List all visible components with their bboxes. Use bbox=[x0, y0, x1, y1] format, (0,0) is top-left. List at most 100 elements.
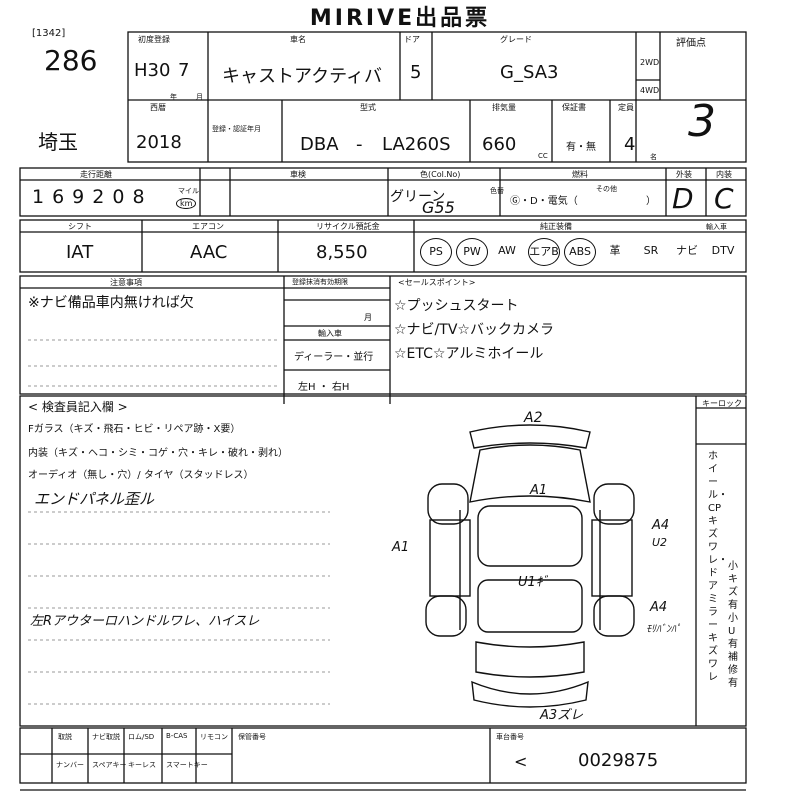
option-7: ナビ bbox=[676, 244, 698, 257]
wheel-note-label: ホイール・CPキズ ワレ・ドアミラーキズ ワレ bbox=[708, 451, 728, 683]
warranty-value: 有・無 bbox=[566, 142, 596, 153]
mark-a1-left: A1 bbox=[392, 540, 410, 555]
label-capacity: 定員 bbox=[618, 103, 634, 112]
sales-point-item: ☆プッシュスタート bbox=[394, 298, 519, 314]
label-import: 輸入車 bbox=[706, 223, 727, 231]
label-exterior: 外装 bbox=[676, 170, 692, 179]
label-4wd: 4WD bbox=[640, 86, 660, 95]
label-shift: シフト bbox=[68, 222, 92, 231]
mark-a3: A3ズレ bbox=[540, 708, 584, 723]
label-other: その他 bbox=[596, 185, 617, 193]
label-person: 名 bbox=[650, 153, 657, 161]
fuel-close: ） bbox=[646, 196, 656, 207]
label-sales-point: <セールスポイント> bbox=[398, 278, 476, 287]
label-options: 純正装備 bbox=[540, 222, 572, 231]
mark-u1: U1ｷﾞ bbox=[518, 574, 549, 590]
label-notes: 注意事項 bbox=[110, 278, 142, 287]
label-vehicle-no: 車台番号 bbox=[496, 733, 524, 741]
color-code: G55 bbox=[422, 198, 455, 217]
option-8: DTV bbox=[711, 244, 735, 257]
label-stock: 保管番号 bbox=[238, 733, 266, 741]
option-0: PS bbox=[420, 238, 452, 266]
label-b9: スマートキー bbox=[166, 761, 208, 769]
label-grade: グレード bbox=[500, 35, 532, 44]
lot-box: [1342] 286 埼玉 bbox=[14, 26, 122, 156]
mileage-value: 169208 bbox=[32, 186, 153, 208]
recycle-value: 8,550 bbox=[316, 242, 368, 263]
mark-a1-top: A1 bbox=[529, 483, 547, 498]
label-fuel: 燃料 bbox=[572, 170, 588, 179]
label-recycle: リサイクル預託金 bbox=[316, 222, 380, 231]
seireki-value: 2018 bbox=[136, 132, 182, 153]
handle-value: 左H ・ 右H bbox=[298, 382, 350, 393]
vehicle-number: 0029875 bbox=[578, 750, 659, 771]
label-month: 月 bbox=[196, 93, 203, 101]
interior-row: 内装（キズ・ヘコ・シミ・コゲ・穴・キレ・破れ・剥れ） bbox=[28, 448, 288, 459]
sales-point-item: ☆ナビ/TV☆バックカメラ bbox=[394, 322, 554, 338]
exterior-value: D bbox=[672, 182, 694, 215]
month-value: 7 bbox=[178, 60, 190, 81]
doors-value: 5 bbox=[410, 62, 422, 83]
fuel-options: Ⓖ・D・電気（ bbox=[510, 196, 578, 207]
mark-wheel-note: ﾓﾘﾊﾞﾝﾊﾟ bbox=[646, 624, 681, 635]
label-b2: ナビ取説 bbox=[92, 733, 120, 741]
handwritten-outer: 左Rアウターロハンドルワレ、ハイスレ bbox=[30, 614, 260, 629]
color-value: グリーン bbox=[390, 189, 446, 205]
label-cc: CC bbox=[538, 152, 548, 160]
label-warranty: 保証書 bbox=[562, 103, 586, 112]
label-b3: ロム/SD bbox=[128, 733, 155, 741]
label-b1: 取説 bbox=[58, 733, 72, 741]
label-keylock: キーロック bbox=[702, 399, 742, 408]
label-2wd: 2WD bbox=[640, 58, 660, 67]
label-reg-date: 登録抹消有効期限 bbox=[292, 278, 348, 286]
region: 埼玉 bbox=[38, 130, 78, 154]
label-color: 色(Col.No) bbox=[420, 170, 461, 179]
label-seireki-note: 登録・認証年月 bbox=[212, 125, 261, 133]
notes-text: ※ナビ備品車内無ければ欠 bbox=[28, 295, 194, 311]
label-mile: マイル bbox=[178, 187, 199, 195]
label-seireki: 西暦 bbox=[150, 103, 166, 112]
shift-value: IAT bbox=[66, 242, 94, 263]
right-notes-label: 小キズ有 小U有 補修有 bbox=[728, 561, 738, 689]
dealer-value: ディーラー・並行 bbox=[294, 352, 374, 363]
mark-a4-right: A4 bbox=[652, 518, 670, 533]
sales-point-list: ☆プッシュスタート ☆ナビ/TV☆バックカメラ ☆ETC☆アルミホイール bbox=[394, 294, 554, 366]
label-km: km bbox=[176, 198, 197, 209]
option-4: ABS bbox=[564, 238, 596, 266]
interior-value: C bbox=[714, 182, 734, 215]
mark-u2: U2 bbox=[652, 536, 668, 549]
mark-a2: A2 bbox=[523, 410, 543, 426]
option-3: エアB bbox=[528, 238, 560, 266]
label-mileage: 走行距離 bbox=[80, 170, 112, 179]
f-glass-row: Fガラス（キズ・飛石・ヒビ・リペア跡・X要） bbox=[28, 424, 241, 435]
label-interior: 内装 bbox=[716, 170, 732, 179]
option-1: PW bbox=[456, 238, 488, 266]
handwritten-panel: エンドパネル歪ル bbox=[34, 490, 155, 508]
label-inspector: < 検査員記入欄 > bbox=[28, 400, 128, 414]
label-vehicle-check: 車検 bbox=[290, 170, 306, 179]
label-b8: キーレス bbox=[128, 761, 156, 769]
option-5: 革 bbox=[609, 244, 621, 257]
model-dash: - bbox=[356, 134, 363, 155]
label-b4: B-CAS bbox=[166, 732, 188, 740]
option-6: SR bbox=[643, 244, 659, 257]
label-score: 評価点 bbox=[676, 38, 706, 49]
era-value: H30 bbox=[134, 60, 171, 81]
label-b7: スペアキー bbox=[92, 761, 127, 769]
label-color-mark: 色替 bbox=[490, 187, 504, 195]
label-b5: リモコン bbox=[200, 733, 228, 741]
model-value: LA260S bbox=[382, 134, 451, 155]
sales-point-item: ☆ETC☆アルミホイール bbox=[394, 346, 544, 362]
label-year: 年 bbox=[170, 93, 177, 101]
aircon-value: AAC bbox=[190, 242, 228, 263]
sheet-title: MIRIVE出品票 bbox=[309, 6, 491, 31]
displacement-value: 660 bbox=[482, 134, 517, 155]
grade-value: G_SA3 bbox=[500, 62, 559, 83]
car-diagram: A2 A1 U1ｷﾞ bbox=[425, 410, 635, 708]
label-aircon: エアコン bbox=[192, 222, 224, 231]
label-model: 型式 bbox=[360, 103, 376, 112]
score-value: 3 bbox=[688, 96, 716, 147]
car-name-value: キャストアクティバ bbox=[222, 66, 383, 87]
